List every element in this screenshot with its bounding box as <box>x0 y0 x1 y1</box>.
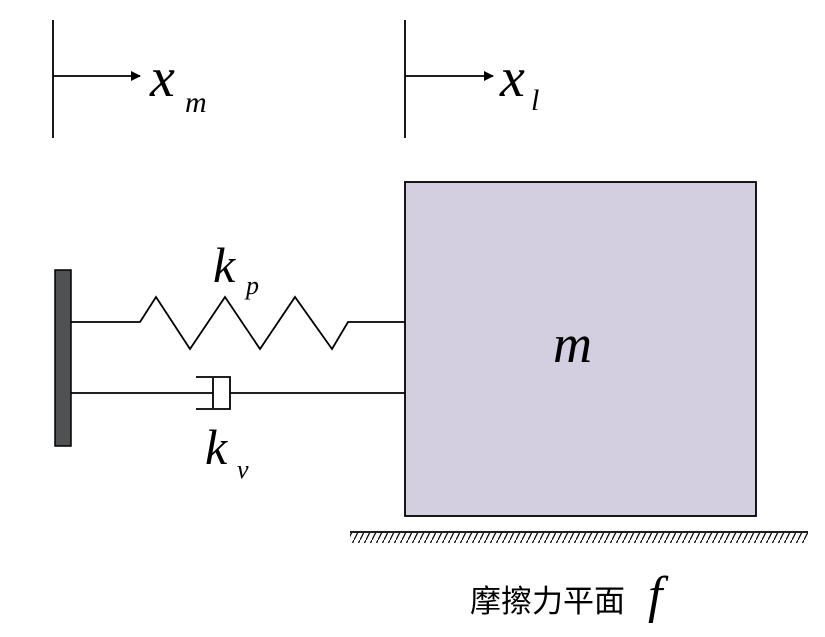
master-subscript: m <box>185 86 207 119</box>
friction-symbol: f <box>648 567 669 624</box>
friction-plane-label: 摩擦力平面 <box>470 584 625 620</box>
mass-label: m <box>553 314 592 374</box>
damper <box>71 376 405 410</box>
load-position-marker: x l <box>404 20 539 138</box>
spring-stiffness-symbol: k <box>213 237 236 293</box>
master-position-marker: x m <box>52 20 207 138</box>
damping-subscript: v <box>237 455 249 484</box>
friction-ground <box>350 531 808 543</box>
mass-block <box>404 181 757 517</box>
load-symbol: x <box>499 47 525 109</box>
master-symbol: x <box>149 47 175 109</box>
load-subscript: l <box>531 84 539 117</box>
ground-hatching <box>350 533 808 543</box>
spring <box>71 295 405 351</box>
damping-symbol: k <box>205 419 228 475</box>
spring-stiffness-subscript: p <box>244 271 259 300</box>
fixed-wall <box>54 269 72 447</box>
